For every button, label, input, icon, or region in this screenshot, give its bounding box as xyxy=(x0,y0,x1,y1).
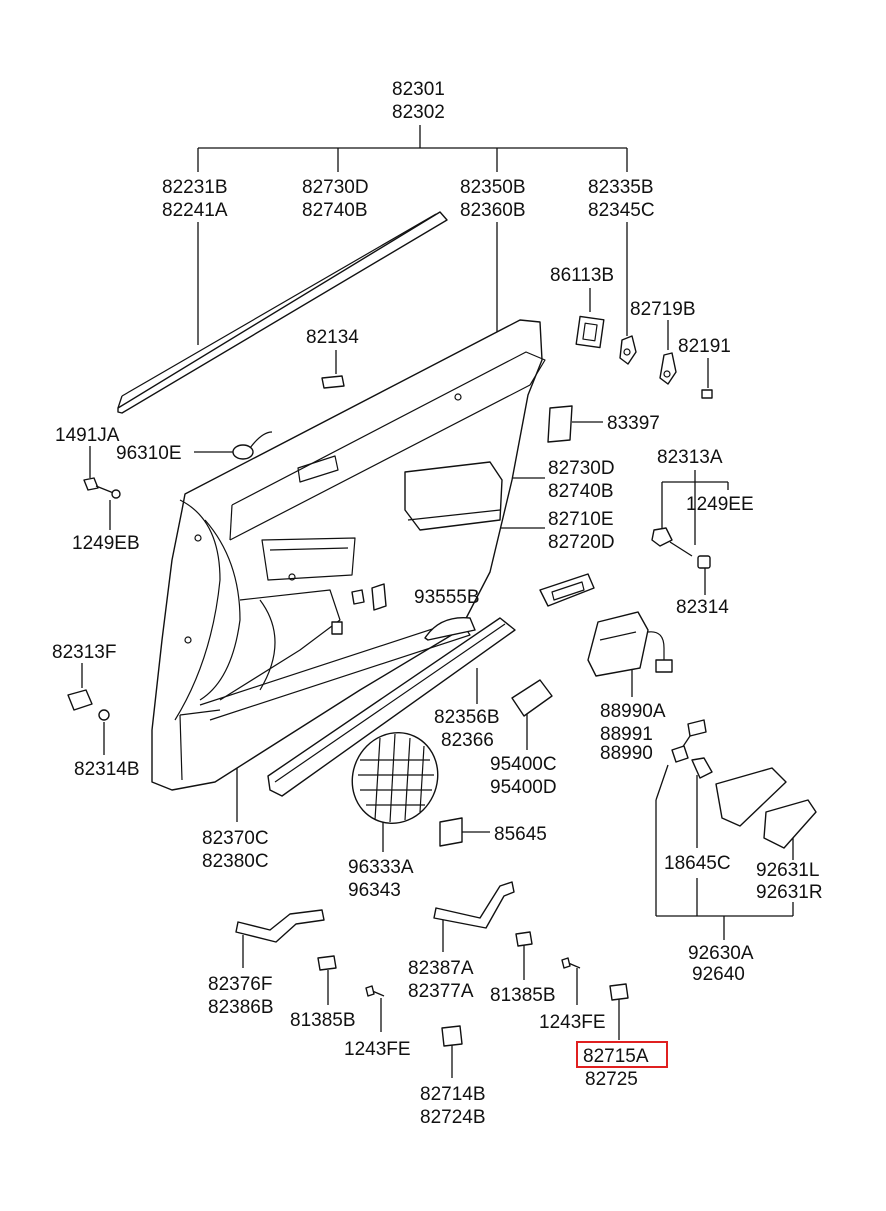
label-82313F: 82313F xyxy=(52,642,116,663)
label-96333A: 96333A xyxy=(348,857,414,878)
courtesy-lamp xyxy=(424,616,476,641)
label-82345C: 82345C xyxy=(588,200,655,221)
label-82730D: 82730D xyxy=(548,458,615,479)
label-82241A: 82241A xyxy=(162,200,228,221)
door-trim-panel xyxy=(151,319,546,791)
label-82719B: 82719B xyxy=(630,299,696,320)
label-96343: 96343 xyxy=(348,880,401,901)
label-88990A: 88990A xyxy=(600,701,666,722)
label-82366: 82366 xyxy=(441,730,494,751)
label-82710E: 82710E xyxy=(548,509,614,530)
label-92631L: 92631L xyxy=(756,860,819,881)
label-83397: 83397 xyxy=(607,413,660,434)
label-1249EE: 1249EE xyxy=(686,494,754,515)
label-82314-right: 82314 xyxy=(676,597,729,618)
label-82376F: 82376F xyxy=(208,974,272,995)
label-82740B-top: 82740B xyxy=(302,200,368,221)
label-92631R: 92631R xyxy=(756,882,823,903)
label-82724B: 82724B xyxy=(420,1107,486,1128)
label-82231B: 82231B xyxy=(162,177,228,198)
label-88991: 88991 xyxy=(600,724,653,745)
lower-garnish-strip xyxy=(267,617,516,797)
label-82314B: 82314B xyxy=(74,759,140,780)
label-1249EB: 1249EB xyxy=(72,533,140,554)
label-82350B: 82350B xyxy=(460,177,526,198)
part-labels: 82301 82302 82231B 82241A 82730D 82740B … xyxy=(52,79,823,1128)
label-82370C: 82370C xyxy=(202,828,269,849)
label-1243FE-left: 1243FE xyxy=(344,1039,411,1060)
label-82720D: 82720D xyxy=(548,532,615,553)
speaker-grille-96333A xyxy=(351,731,439,825)
brackets-lower xyxy=(235,881,629,1047)
label-82740B: 82740B xyxy=(548,481,614,502)
label-82301: 82301 xyxy=(392,79,445,100)
label-82380C: 82380C xyxy=(202,851,269,872)
label-82730D-top: 82730D xyxy=(302,177,369,198)
module-95400C xyxy=(511,679,553,717)
label-82313A: 82313A xyxy=(657,447,723,468)
door-module-88990 xyxy=(587,611,673,677)
pad-85645 xyxy=(439,817,463,847)
label-82377A: 82377A xyxy=(408,981,474,1002)
label-82386B: 82386B xyxy=(208,997,274,1018)
weather-strip-part xyxy=(117,211,448,414)
label-81385B-left: 81385B xyxy=(290,1010,356,1031)
label-93555B: 93555B xyxy=(414,587,480,608)
label-82714B: 82714B xyxy=(420,1084,486,1105)
label-82302: 82302 xyxy=(392,102,445,123)
label-82387A: 82387A xyxy=(408,958,474,979)
label-88990: 88990 xyxy=(600,743,653,764)
label-92630A: 92630A xyxy=(688,943,754,964)
label-82191: 82191 xyxy=(678,336,731,357)
label-1243FE-right: 1243FE xyxy=(539,1012,606,1033)
label-18645C: 18645C xyxy=(664,853,731,874)
small-clips xyxy=(67,315,713,721)
label-81385B-right: 81385B xyxy=(490,985,556,1006)
label-82134: 82134 xyxy=(306,327,359,348)
label-82335B: 82335B xyxy=(588,177,654,198)
window-switch xyxy=(539,573,595,607)
label-95400C: 95400C xyxy=(490,754,557,775)
label-92640: 92640 xyxy=(692,964,745,985)
label-1491JA: 1491JA xyxy=(55,425,120,446)
label-95400D: 95400D xyxy=(490,777,557,798)
label-86113B: 86113B xyxy=(550,265,614,286)
label-82725: 82725 xyxy=(585,1069,638,1090)
highlight-box xyxy=(576,1041,668,1068)
pocket-parts xyxy=(671,719,817,849)
label-82356B: 82356B xyxy=(434,707,500,728)
label-85645: 85645 xyxy=(494,824,547,845)
label-82360B: 82360B xyxy=(460,200,526,221)
label-96310E: 96310E xyxy=(116,443,182,464)
label-82715A[interactable]: 82715A xyxy=(583,1046,649,1067)
